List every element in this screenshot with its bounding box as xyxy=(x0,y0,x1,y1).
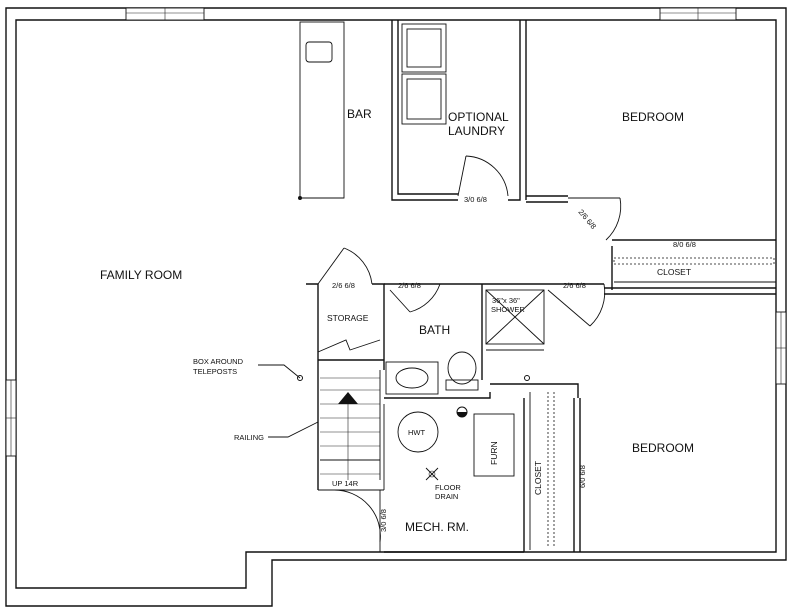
railing-label: RAILING xyxy=(234,433,264,442)
bath-walls xyxy=(384,283,604,399)
bar-label: BAR xyxy=(347,107,372,121)
bedroom-bottom-door-label: 2/6 6/8 xyxy=(563,281,586,290)
leader-lines xyxy=(258,364,319,438)
closet-top-door-label: 8/0 6/8 xyxy=(673,240,696,249)
window-left xyxy=(5,379,17,457)
floor-drain-label-line1: FLOOR xyxy=(435,483,461,492)
shower-label-line1: 36"x 36" xyxy=(492,296,520,305)
bedroom-top-label: BEDROOM xyxy=(622,110,684,124)
furn-label: FURN xyxy=(489,441,499,465)
laundry-door-label: 3/0 6/8 xyxy=(464,195,487,204)
windows xyxy=(5,7,787,457)
bedroom-bottom-walls xyxy=(529,283,776,552)
storage-door-label: 2/6 6/8 xyxy=(332,281,355,290)
optional-laundry-label-line1: OPTIONAL xyxy=(448,110,509,124)
hwt-label: HWT xyxy=(408,428,425,437)
exterior-walls xyxy=(5,7,787,607)
stairs-label: UP 14R xyxy=(332,479,359,488)
box-around-teleposts-line2: TELEPOSTS xyxy=(193,367,237,376)
family-room-label: FAMILY ROOM xyxy=(100,268,182,282)
window-top-right xyxy=(659,7,737,21)
closet-right-door-label: 6/0 6/8 xyxy=(578,465,587,488)
closet-top-label: CLOSET xyxy=(657,267,691,277)
floor-drain-icon xyxy=(425,467,439,481)
mech-room-label: MECH. RM. xyxy=(405,520,469,534)
mech-room xyxy=(333,398,525,553)
bedroom-top-door-label: 2/6 6/8 xyxy=(576,208,598,231)
stair-arrow-icon xyxy=(338,392,358,404)
bath-door-label: 2/6 6/8 xyxy=(398,281,421,290)
box-around-teleposts-line1: BOX AROUND xyxy=(193,357,244,366)
bath-label: BATH xyxy=(419,323,450,337)
floor-drain-label-line2: DRAIN xyxy=(435,492,458,501)
laundry-walls xyxy=(391,20,527,201)
bar-counter xyxy=(298,21,345,200)
optional-laundry-label-line2: LAUNDRY xyxy=(448,124,505,138)
storage-and-stairs xyxy=(297,247,385,491)
mech-door-label: 3/0 6/8 xyxy=(379,509,388,532)
window-top-left xyxy=(125,7,205,21)
closet-right-label: CLOSET xyxy=(533,461,543,495)
window-right xyxy=(775,311,787,385)
shower-label-line2: SHOWER xyxy=(491,305,525,314)
bedroom-bottom-label: BEDROOM xyxy=(632,441,694,455)
bedroom-top-walls xyxy=(526,195,776,290)
storage-label: STORAGE xyxy=(327,313,369,323)
stair-treads xyxy=(320,377,380,480)
